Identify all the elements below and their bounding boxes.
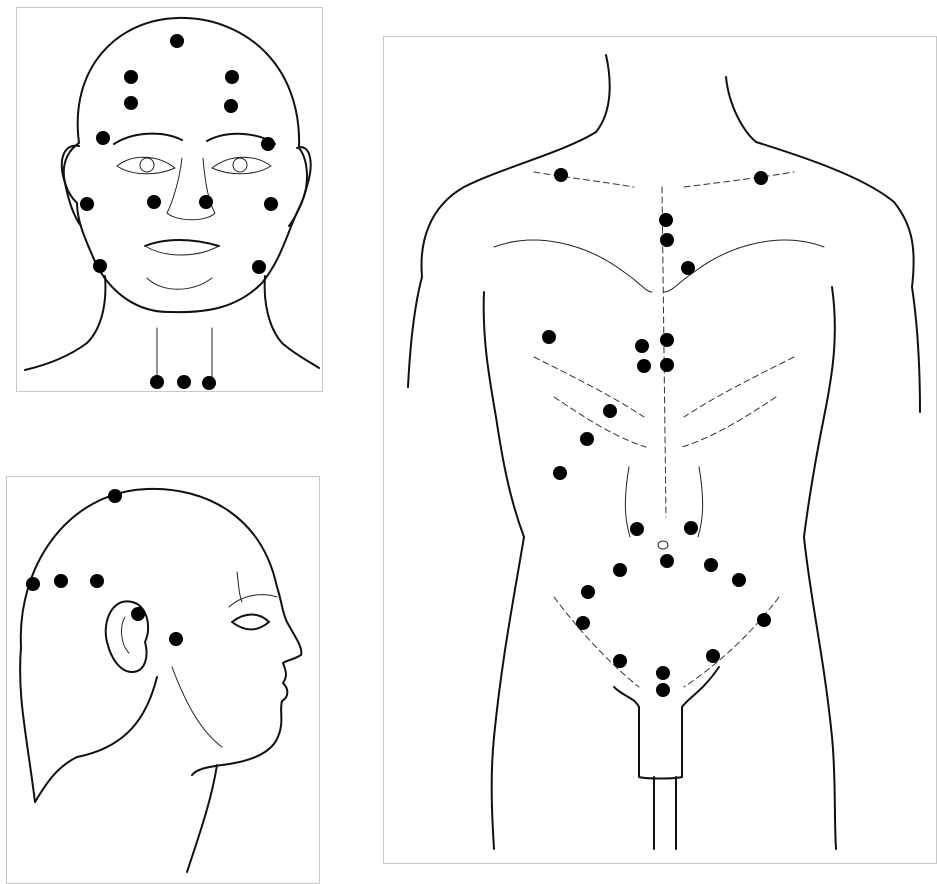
acupoint xyxy=(93,259,107,273)
acupoint xyxy=(202,376,216,390)
head-side-drawing xyxy=(7,477,320,884)
panel-head-side xyxy=(6,476,320,884)
acupoint xyxy=(613,654,627,668)
acupoint xyxy=(108,489,122,503)
acupoint xyxy=(603,404,617,418)
acupoint xyxy=(660,333,674,347)
acupoint xyxy=(169,632,183,646)
torso-outline xyxy=(408,55,920,849)
acupoint xyxy=(754,171,768,185)
acupoint xyxy=(264,197,278,211)
acupoint xyxy=(80,197,94,211)
acupoint xyxy=(147,195,161,209)
acupoint xyxy=(706,649,720,663)
acupoint xyxy=(576,616,590,630)
acupoint xyxy=(177,375,191,389)
acupoint xyxy=(581,585,595,599)
acupoint xyxy=(660,233,674,247)
acupoint xyxy=(660,358,674,372)
torso-front-drawing xyxy=(384,37,937,864)
acupoint xyxy=(732,573,746,587)
acupoint xyxy=(54,574,68,588)
acupoint xyxy=(199,195,213,209)
panel-torso-front xyxy=(383,36,937,864)
acupoint xyxy=(90,574,104,588)
acupoint xyxy=(131,607,145,621)
acupoint xyxy=(681,261,695,275)
acupoint xyxy=(224,99,238,113)
acupoint xyxy=(553,466,567,480)
acupoint xyxy=(170,34,184,48)
acupoint xyxy=(613,563,627,577)
acupoint xyxy=(26,577,40,591)
acupoint xyxy=(637,359,651,373)
acupoint-group-front xyxy=(80,34,278,390)
acupoint xyxy=(704,558,718,572)
acupoint xyxy=(124,70,138,84)
acupoint xyxy=(660,554,674,568)
acupoint xyxy=(656,683,670,697)
acupoint xyxy=(554,168,568,182)
acupoint xyxy=(252,260,266,274)
acupoint xyxy=(580,432,594,446)
head-side-outline xyxy=(20,489,301,872)
acupoint xyxy=(225,70,239,84)
head-front-drawing xyxy=(17,8,323,392)
head-front-outline xyxy=(25,18,319,378)
acupoint xyxy=(684,521,698,535)
acupoint xyxy=(635,339,649,353)
acupoint xyxy=(659,213,673,227)
acupoint-group-side xyxy=(26,489,183,646)
acupoint xyxy=(150,375,164,389)
acupoint xyxy=(757,613,771,627)
acupoint xyxy=(656,666,670,680)
acupoint xyxy=(261,137,275,151)
acupoint xyxy=(542,330,556,344)
acupoint xyxy=(124,96,138,110)
panel-head-front xyxy=(16,7,323,392)
acupoint xyxy=(630,522,644,536)
acupoint xyxy=(96,131,110,145)
